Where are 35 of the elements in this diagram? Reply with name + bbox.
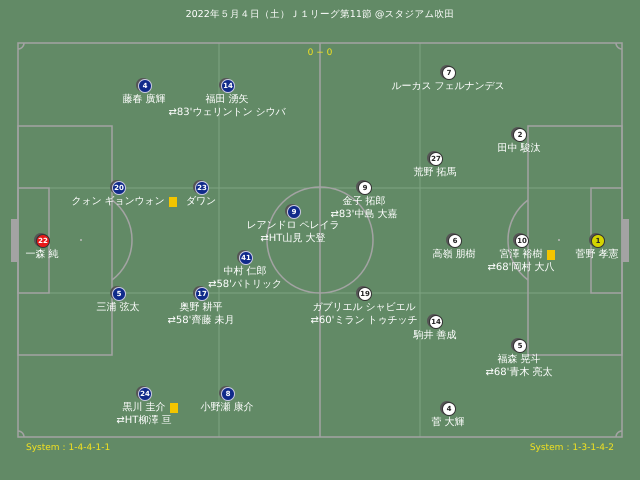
player-name: 福森 晃斗: [497, 354, 541, 366]
substitution-note: ⇄83'中島 大嘉: [330, 209, 398, 221]
player-name: ルーカス フェルナンデス: [391, 81, 505, 93]
player-name: 菅野 孝憲: [575, 249, 619, 261]
formation-label: System：1-3-1-4-2: [530, 442, 614, 454]
match-title: 2022年５月４日（土）Ｊ１リーグ第11節 @スタジアム吹田: [184, 8, 456, 21]
player-name: 宮澤 裕樹: [499, 249, 543, 261]
score-text: 0 − 0: [308, 48, 332, 58]
player-name: 田中 駿汰: [497, 143, 541, 155]
player-name: 藤春 廣輝: [122, 94, 166, 106]
substitution-note: ⇄HT山見 大登: [260, 233, 326, 245]
player-name: ガブリエル シャビエル: [312, 302, 416, 314]
formation-label: System：1-4-4-1-1: [26, 442, 110, 454]
substitution-note: ⇄68'青木 亮太: [485, 367, 553, 379]
player-name: 中村 仁郎: [223, 266, 267, 278]
substitution-note: ⇄68'岡村 大八: [487, 262, 555, 274]
player-name: 荒野 拓馬: [413, 167, 457, 179]
player-name: ダワン: [186, 196, 216, 208]
player-name: 黒川 圭介: [122, 402, 166, 414]
substitution-note: ⇄60'ミラン トゥチッチ: [310, 315, 418, 327]
substitution-note: ⇄58'齊藤 未月: [167, 315, 235, 327]
player-name: 駒井 善成: [413, 330, 457, 342]
player-name: 小野瀬 康介: [200, 402, 254, 414]
player-name: クォン ギョンウォン: [71, 196, 165, 208]
substitution-note: ⇄83'ウェリントン シウバ: [168, 107, 286, 119]
player-name: 福田 湧矢: [205, 94, 249, 106]
player-name: レアンドロ ペレイラ: [246, 220, 340, 232]
player-name: 菅 大輝: [431, 417, 465, 429]
player-name: 金子 拓郎: [342, 196, 386, 208]
player-name: 高嶺 朋樹: [432, 249, 476, 261]
player-name: 一森 純: [25, 249, 59, 261]
substitution-note: ⇄HT柳澤 亘: [116, 415, 172, 427]
substitution-note: ⇄58'パトリック: [208, 279, 282, 291]
player-name: 三浦 弦太: [96, 302, 140, 314]
player-name: 奥野 耕平: [179, 302, 223, 314]
